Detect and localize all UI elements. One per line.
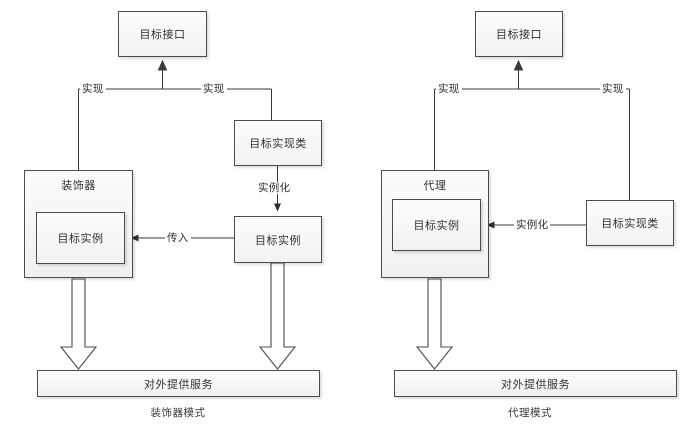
decorator-wrapper-label: 装饰器 xyxy=(61,179,96,192)
decorator-realize-right-label: 实现 xyxy=(201,83,227,95)
proxy-target-interface-label: 目标接口 xyxy=(496,28,542,41)
proxy-service-bar-label: 对外提供服务 xyxy=(501,377,570,391)
decorator-instantiate-label: 实例化 xyxy=(256,182,293,194)
proxy-panel-caption: 代理模式 xyxy=(508,407,552,419)
decorator-impl-class-box[interactable]: 目标实现类 xyxy=(234,120,322,166)
decorator-target-interface-box[interactable]: 目标接口 xyxy=(118,11,207,57)
block-arrow-proxy-to-service xyxy=(415,278,454,370)
proxy-wrapper-label: 代理 xyxy=(423,179,447,192)
proxy-realize-right-label: 实现 xyxy=(600,83,626,95)
decorator-impl-class-label: 目标实现类 xyxy=(249,137,307,150)
decorator-service-bar-label: 对外提供服务 xyxy=(144,377,213,391)
block-arrow-decorator-to-service xyxy=(59,278,98,370)
decorator-service-bar[interactable]: 对外提供服务 xyxy=(37,370,320,397)
decorator-target-interface-label: 目标接口 xyxy=(139,28,186,41)
proxy-service-bar[interactable]: 对外提供服务 xyxy=(394,370,677,397)
decorator-panel-caption: 装饰器模式 xyxy=(150,407,206,419)
proxy-target-interface-box[interactable]: 目标接口 xyxy=(475,11,563,57)
proxy-inner-instance-label: 目标实例 xyxy=(413,219,460,232)
proxy-inner-instance-box[interactable]: 目标实例 xyxy=(392,199,481,251)
proxy-impl-class-label: 目标实现类 xyxy=(601,217,659,230)
proxy-impl-class-box[interactable]: 目标实现类 xyxy=(586,200,674,246)
decorator-inner-instance-label: 目标实例 xyxy=(57,232,104,245)
proxy-instantiate-label: 实例化 xyxy=(514,219,551,231)
decorator-instance-box[interactable]: 目标实例 xyxy=(234,216,322,263)
proxy-realize-left-label: 实现 xyxy=(436,83,462,95)
block-arrow-instance-to-service xyxy=(258,262,297,370)
decorator-inner-instance-box[interactable]: 目标实例 xyxy=(36,212,125,264)
decorator-passin-label: 传入 xyxy=(165,232,191,244)
decorator-realize-left-label: 实现 xyxy=(80,83,106,95)
decorator-instance-label: 目标实例 xyxy=(255,233,301,247)
